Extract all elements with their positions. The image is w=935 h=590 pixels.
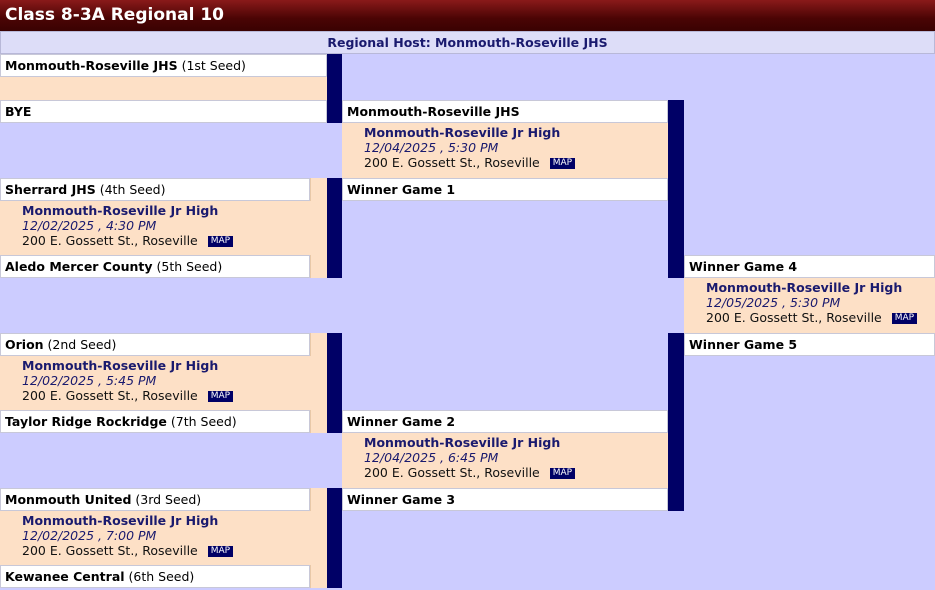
game-3-info: Monmouth-Roseville Jr High 12/02/2025 , … bbox=[0, 511, 327, 565]
team-name: BYE bbox=[5, 104, 32, 119]
gap-cell bbox=[310, 255, 327, 278]
team-name: Winner Game 1 bbox=[347, 182, 456, 197]
team-slot-1: Monmouth-Roseville JHS (1st Seed) bbox=[0, 54, 327, 77]
team-name: Orion bbox=[5, 337, 44, 352]
team-seed: (6th Seed) bbox=[128, 569, 195, 584]
game-datetime: 12/04/2025 , 6:45 PM bbox=[364, 450, 499, 465]
team-slot-2: BYE bbox=[0, 100, 327, 123]
team-slot-6: Taylor Ridge Rockridge (7th Seed) bbox=[0, 410, 310, 433]
round3-slot-2: Winner Game 5 bbox=[684, 333, 935, 356]
map-link[interactable]: MAP bbox=[207, 546, 234, 557]
team-name: Winner Game 5 bbox=[689, 337, 798, 352]
team-seed: (4th Seed) bbox=[99, 182, 166, 197]
map-link[interactable]: MAP bbox=[891, 313, 918, 324]
team-seed: (5th Seed) bbox=[156, 259, 223, 274]
gap-cell bbox=[310, 488, 327, 511]
team-name: Aledo Mercer County bbox=[5, 259, 153, 274]
bye-spacer bbox=[0, 77, 327, 100]
team-name: Winner Game 4 bbox=[689, 259, 798, 274]
game-4-info: Monmouth-Roseville Jr High 12/04/2025 , … bbox=[342, 123, 668, 178]
team-slot-7: Monmouth United (3rd Seed) bbox=[0, 488, 310, 511]
team-seed: (3rd Seed) bbox=[135, 492, 202, 507]
game-6-info: Monmouth-Roseville Jr High 12/05/2025 , … bbox=[684, 278, 935, 333]
game-5-info: Monmouth-Roseville Jr High 12/04/2025 , … bbox=[342, 433, 668, 488]
team-name: Kewanee Central bbox=[5, 569, 125, 584]
round2-slot-3: Winner Game 2 bbox=[342, 410, 668, 433]
round2-slot-2: Winner Game 1 bbox=[342, 178, 668, 201]
game-site: Monmouth-Roseville Jr High bbox=[706, 280, 903, 295]
bracket-connector bbox=[327, 54, 342, 123]
game-site: Monmouth-Roseville Jr High bbox=[22, 513, 219, 528]
team-name: Taylor Ridge Rockridge bbox=[5, 414, 167, 429]
team-seed: (1st Seed) bbox=[181, 58, 246, 73]
team-name: Winner Game 3 bbox=[347, 492, 456, 507]
game-1-info: Monmouth-Roseville Jr High 12/02/2025 , … bbox=[0, 201, 327, 255]
map-link[interactable]: MAP bbox=[207, 236, 234, 247]
game-datetime: 12/04/2025 , 5:30 PM bbox=[364, 140, 499, 155]
regional-host: Regional Host: Monmouth-Roseville JHS bbox=[0, 31, 935, 54]
bracket-connector bbox=[327, 333, 342, 433]
game-datetime: 12/02/2025 , 7:00 PM bbox=[22, 528, 157, 543]
map-link[interactable]: MAP bbox=[549, 468, 576, 479]
game-site: Monmouth-Roseville Jr High bbox=[22, 203, 219, 218]
bracket-connector bbox=[668, 333, 684, 511]
gap-cell bbox=[310, 333, 327, 356]
game-2-info: Monmouth-Roseville Jr High 12/02/2025 , … bbox=[0, 356, 327, 410]
gap-cell bbox=[310, 410, 327, 433]
round2-slot-1: Monmouth-Roseville JHS bbox=[342, 100, 668, 123]
game-site: Monmouth-Roseville Jr High bbox=[364, 125, 561, 140]
game-site: Monmouth-Roseville Jr High bbox=[364, 435, 561, 450]
round3-slot-1: Winner Game 4 bbox=[684, 255, 935, 278]
round2-slot-4: Winner Game 3 bbox=[342, 488, 668, 511]
bracket-connector bbox=[668, 100, 684, 278]
map-link[interactable]: MAP bbox=[207, 391, 234, 402]
game-datetime: 12/02/2025 , 5:45 PM bbox=[22, 373, 157, 388]
page-title: Class 8-3A Regional 10 bbox=[0, 0, 935, 31]
team-name: Sherrard JHS bbox=[5, 182, 96, 197]
gap-cell bbox=[310, 565, 327, 588]
game-datetime: 12/05/2025 , 5:30 PM bbox=[706, 295, 841, 310]
team-name: Monmouth United bbox=[5, 492, 132, 507]
team-slot-4: Aledo Mercer County (5th Seed) bbox=[0, 255, 310, 278]
bracket-connector bbox=[327, 178, 342, 278]
gap-cell bbox=[310, 178, 327, 201]
game-site: Monmouth-Roseville Jr High bbox=[22, 358, 219, 373]
team-seed: (2nd Seed) bbox=[47, 337, 117, 352]
game-datetime: 12/02/2025 , 4:30 PM bbox=[22, 218, 157, 233]
team-name: Monmouth-Roseville JHS bbox=[5, 58, 178, 73]
team-seed: (7th Seed) bbox=[170, 414, 237, 429]
map-link[interactable]: MAP bbox=[549, 158, 576, 169]
team-slot-5: Orion (2nd Seed) bbox=[0, 333, 310, 356]
team-slot-8: Kewanee Central (6th Seed) bbox=[0, 565, 310, 588]
bracket-connector bbox=[327, 488, 342, 588]
team-slot-3: Sherrard JHS (4th Seed) bbox=[0, 178, 310, 201]
team-name: Winner Game 2 bbox=[347, 414, 456, 429]
team-name: Monmouth-Roseville JHS bbox=[347, 104, 520, 119]
